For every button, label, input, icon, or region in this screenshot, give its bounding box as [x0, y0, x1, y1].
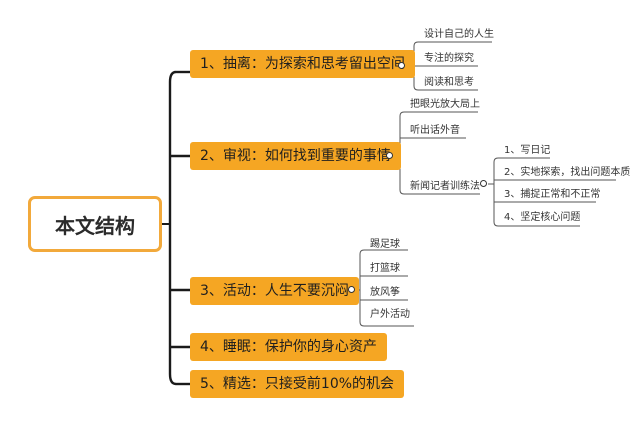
- leaf-node[interactable]: 阅读和思考: [424, 77, 474, 88]
- leaf-node[interactable]: 户外活动: [370, 309, 410, 320]
- topic-node-5[interactable]: 5、精选：只接受前10%的机会: [190, 370, 405, 398]
- leaf-node[interactable]: 听出话外音: [410, 125, 460, 136]
- sub-leaf-node[interactable]: 2、实地探索，找出问题本质: [504, 167, 631, 178]
- leaf-node[interactable]: 踢足球: [370, 239, 400, 250]
- topic-node-4[interactable]: 4、睡眠：保护你的身心资产: [190, 333, 387, 361]
- leaf-node[interactable]: 专注的探究: [424, 53, 474, 64]
- leaf-node[interactable]: 把眼光放大局上: [410, 99, 480, 110]
- sub-leaf-node[interactable]: 1、写日记: [504, 145, 551, 156]
- collapse-toggle-icon[interactable]: [398, 62, 405, 69]
- collapse-toggle-icon[interactable]: [480, 180, 487, 187]
- topic-node-1[interactable]: 1、抽离：为探索和思考留出空间: [190, 50, 415, 78]
- sub-leaf-node[interactable]: 3、捕捉正常和不正常: [504, 189, 601, 200]
- root-node[interactable]: 本文结构: [28, 196, 162, 252]
- topic-node-3[interactable]: 3、活动：人生不要沉闷: [190, 277, 359, 305]
- leaf-node[interactable]: 新闻记者训练法: [410, 181, 480, 192]
- leaf-node[interactable]: 打篮球: [370, 263, 400, 274]
- leaf-node[interactable]: 放风筝: [370, 287, 400, 298]
- topic-node-2[interactable]: 2、审视：如何找到重要的事情: [190, 142, 401, 170]
- collapse-toggle-icon[interactable]: [386, 152, 393, 159]
- sub-leaf-node[interactable]: 4、坚定核心问题: [504, 212, 581, 223]
- collapse-toggle-icon[interactable]: [348, 286, 355, 293]
- leaf-node[interactable]: 设计自己的人生: [424, 29, 494, 40]
